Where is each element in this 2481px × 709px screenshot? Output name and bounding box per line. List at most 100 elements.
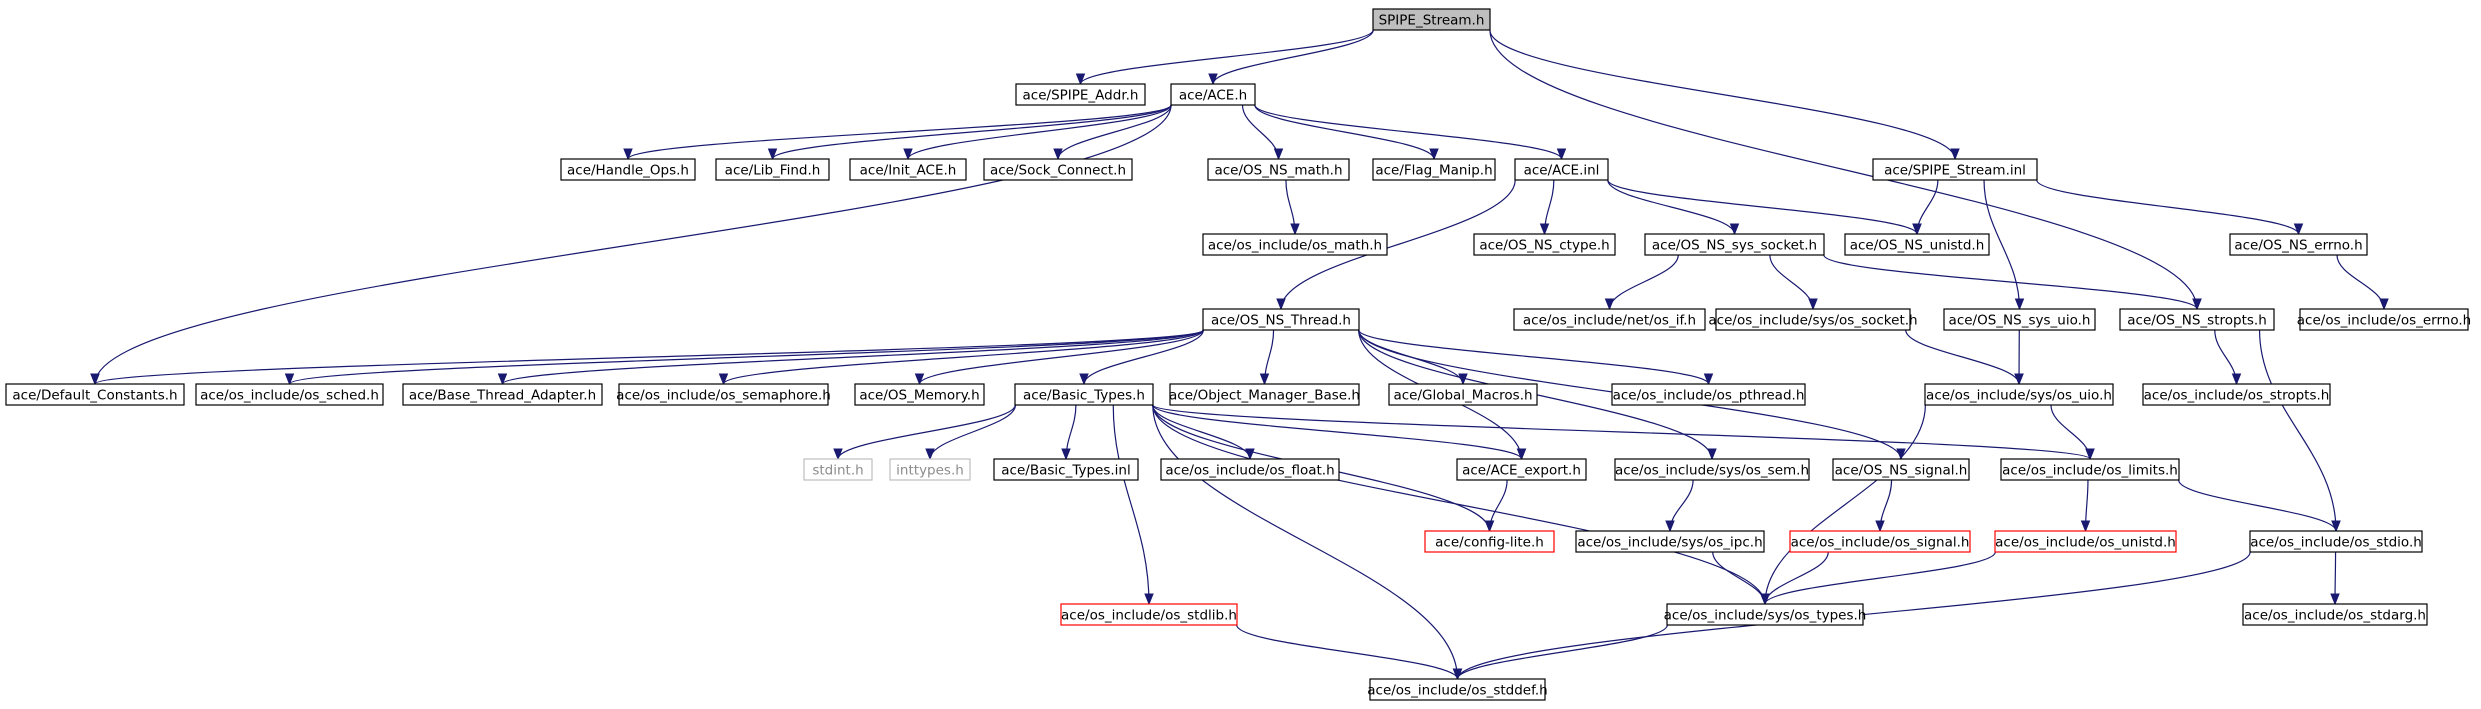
node-sys-os-socket[interactable]: ace/os_include/sys/os_socket.h (1708, 308, 1918, 331)
node-label: ace/os_include/os_stdio.h (2250, 535, 2422, 551)
node-os-stddef[interactable]: ace/os_include/os_stddef.h (1367, 678, 1548, 701)
node-inttypes[interactable]: inttypes.h (889, 458, 971, 481)
node-os-pthread[interactable]: ace/os_include/os_pthread.h (1611, 383, 1806, 406)
node-os-ns-signal[interactable]: ace/OS_NS_signal.h (1832, 458, 1970, 481)
node-init-ace[interactable]: ace/Init_ACE.h (849, 158, 967, 181)
arrowhead-icon (1703, 373, 1714, 386)
arrowhead-icon (1484, 520, 1495, 533)
node-box (1644, 233, 1825, 256)
node-label: ace/OS_NS_ctype.h (1479, 238, 1609, 254)
node-os-limits[interactable]: ace/os_include/os_limits.h (2000, 458, 2180, 481)
edge-basic_types_h-to-basic_types_inl (1061, 404, 1077, 461)
node-os-semaphore[interactable]: ace/os_include/os_semaphore.h (616, 383, 831, 406)
edge-line (1607, 179, 1918, 235)
node-config-lite[interactable]: ace/config-lite.h (1424, 530, 1555, 553)
node-os-stropts[interactable]: ace/os_include/os_stropts.h (2142, 383, 2331, 406)
edge-line (2336, 254, 2385, 310)
node-os-memory[interactable]: ace/OS_Memory.h (854, 383, 985, 406)
node-os-signal[interactable]: ace/os_include/os_signal.h (1789, 530, 1971, 553)
node-box (1014, 383, 1154, 406)
node-os-ns-sys-uio[interactable]: ace/OS_NS_sys_uio.h (1943, 308, 2096, 331)
node-sys-os-uio[interactable]: ace/os_include/sys/os_uio.h (1924, 383, 2114, 406)
node-sys-os-ipc[interactable]: ace/os_include/sys/os_ipc.h (1575, 530, 1765, 553)
arrowhead-icon (2293, 223, 2304, 236)
arrowhead-icon (1259, 373, 1270, 386)
node-label: ace/os_include/os_stdlib.h (1061, 608, 1237, 624)
edge-line (1358, 329, 1710, 385)
node-os-ns-math[interactable]: ace/OS_NS_math.h (1207, 158, 1350, 181)
edge-line (1254, 104, 1435, 160)
edge-line (929, 404, 1017, 460)
node-os-ns-ctype[interactable]: ace/OS_NS_ctype.h (1473, 233, 1616, 256)
node-box (803, 458, 873, 481)
node-label: ace/OS_NS_sys_socket.h (1652, 238, 1817, 254)
node-os-ns-thread[interactable]: ace/OS_NS_Thread.h (1202, 308, 1360, 331)
edge-line (1151, 404, 1251, 460)
edge-basic_types_h-to-stdint (833, 404, 1016, 461)
node-spipe-stream-h[interactable]: SPIPE_Stream.h (1372, 8, 1491, 31)
node-label: ace/os_include/os_sched.h (200, 388, 379, 404)
node-os-stdarg[interactable]: ace/os_include/os_stdarg.h (2242, 603, 2428, 626)
edge-basic_types_h-to-inttypes (925, 404, 1017, 461)
node-box (560, 158, 696, 181)
arrowhead-icon (2330, 593, 2340, 606)
node-box (618, 383, 829, 406)
node-flag-manip[interactable]: ace/Flag_Manip.h (1372, 158, 1496, 181)
node-ace-inl[interactable]: ace/ACE.inl (1514, 158, 1609, 181)
node-label: ace/os_include/os_signal.h (1791, 535, 1970, 551)
node-basic-types-h[interactable]: ace/Basic_Types.h (1014, 383, 1154, 406)
arrowhead-icon (1912, 223, 1922, 236)
node-default-constants[interactable]: ace/Default_Constants.h (5, 383, 185, 406)
node-os-unistd[interactable]: ace/os_include/os_unistd.h (1994, 530, 2177, 553)
node-os-float[interactable]: ace/os_include/os_float.h (1160, 458, 1340, 481)
node-lib-find[interactable]: ace/Lib_Find.h (715, 158, 830, 181)
node-object-manager-base[interactable]: ace/Object_Manager_Base.h (1169, 383, 1360, 406)
node-sock-connect[interactable]: ace/Sock_Connect.h (983, 158, 1133, 181)
edge-line (2050, 404, 2091, 460)
node-box (1169, 383, 1360, 406)
node-box (1372, 8, 1491, 31)
edge-sys_os_types-to-os_stddef (1452, 624, 1668, 681)
node-global-macros[interactable]: ace/Global_Macros.h (1388, 383, 1538, 406)
node-label: ace/OS_NS_Thread.h (1211, 313, 1351, 329)
node-ace-h[interactable]: ace/ACE.h (1170, 83, 1256, 106)
edge-os_stdlib-to-os_stddef (1236, 624, 1463, 681)
node-box (1924, 383, 2114, 406)
node-spipe-stream-inl[interactable]: ace/SPIPE_Stream.inl (1872, 158, 2038, 181)
edge-sys_os_ipc-to-sys_os_types (1712, 551, 1770, 606)
arrowhead-icon (2080, 520, 2091, 533)
node-box (854, 383, 985, 406)
node-basic-types-inl[interactable]: ace/Basic_Types.inl (993, 458, 1139, 481)
node-sys-os-sem[interactable]: ace/os_include/sys/os_sem.h (1614, 458, 1810, 481)
node-base-thread-adapter[interactable]: ace/Base_Thread_Adapter.h (402, 383, 603, 406)
node-os-ns-unistd[interactable]: ace/OS_NS_unistd.h (1844, 233, 1990, 256)
node-handle-ops[interactable]: ace/Handle_Ops.h (560, 158, 696, 181)
edge-line (1152, 404, 1766, 605)
node-net-os-if[interactable]: ace/os_include/net/os_if.h (1513, 308, 1706, 331)
node-ace-export[interactable]: ace/ACE_export.h (1456, 458, 1587, 481)
edge-line (1905, 329, 2020, 385)
arrowhead-icon (833, 448, 843, 461)
node-os-ns-sys-socket[interactable]: ace/OS_NS_sys_socket.h (1644, 233, 1825, 256)
node-os-errno[interactable]: ace/os_include/os_errno.h (2297, 308, 2471, 331)
edge-os_ns_thread-to-default_constants (90, 329, 1204, 386)
node-sys-os-types[interactable]: ace/os_include/sys/os_types.h (1664, 603, 1867, 626)
node-os-math[interactable]: ace/os_include/os_math.h (1202, 233, 1388, 256)
node-spipe-addr[interactable]: ace/SPIPE_Addr.h (1015, 83, 1146, 106)
node-stdint[interactable]: stdint.h (803, 458, 873, 481)
node-label: ace/Handle_Ops.h (567, 163, 689, 179)
node-os-ns-stropts[interactable]: ace/OS_NS_stropts.h (2119, 308, 2275, 331)
node-box (1202, 308, 1360, 331)
node-label: ace/Init_ACE.h (860, 163, 957, 179)
edge-line (1057, 104, 1172, 160)
node-os-sched[interactable]: ace/os_include/os_sched.h (195, 383, 384, 406)
edge-os_unistd-to-sys_os_types (1760, 551, 1996, 606)
edge-spipe_stream_inl-to-os_ns_sys_uio (1983, 179, 2025, 311)
node-os-ns-errno[interactable]: ace/OS_NS_errno.h (2229, 233, 2368, 256)
arrowhead-icon (1290, 223, 1300, 236)
node-os-stdlib[interactable]: ace/os_include/os_stdlib.h (1060, 603, 1238, 626)
arrowhead-icon (718, 373, 729, 386)
node-label: ace/OS_NS_signal.h (1835, 463, 1968, 479)
node-label: ace/Basic_Types.inl (1001, 463, 1130, 479)
node-os-stdio[interactable]: ace/os_include/os_stdio.h (2249, 530, 2423, 553)
